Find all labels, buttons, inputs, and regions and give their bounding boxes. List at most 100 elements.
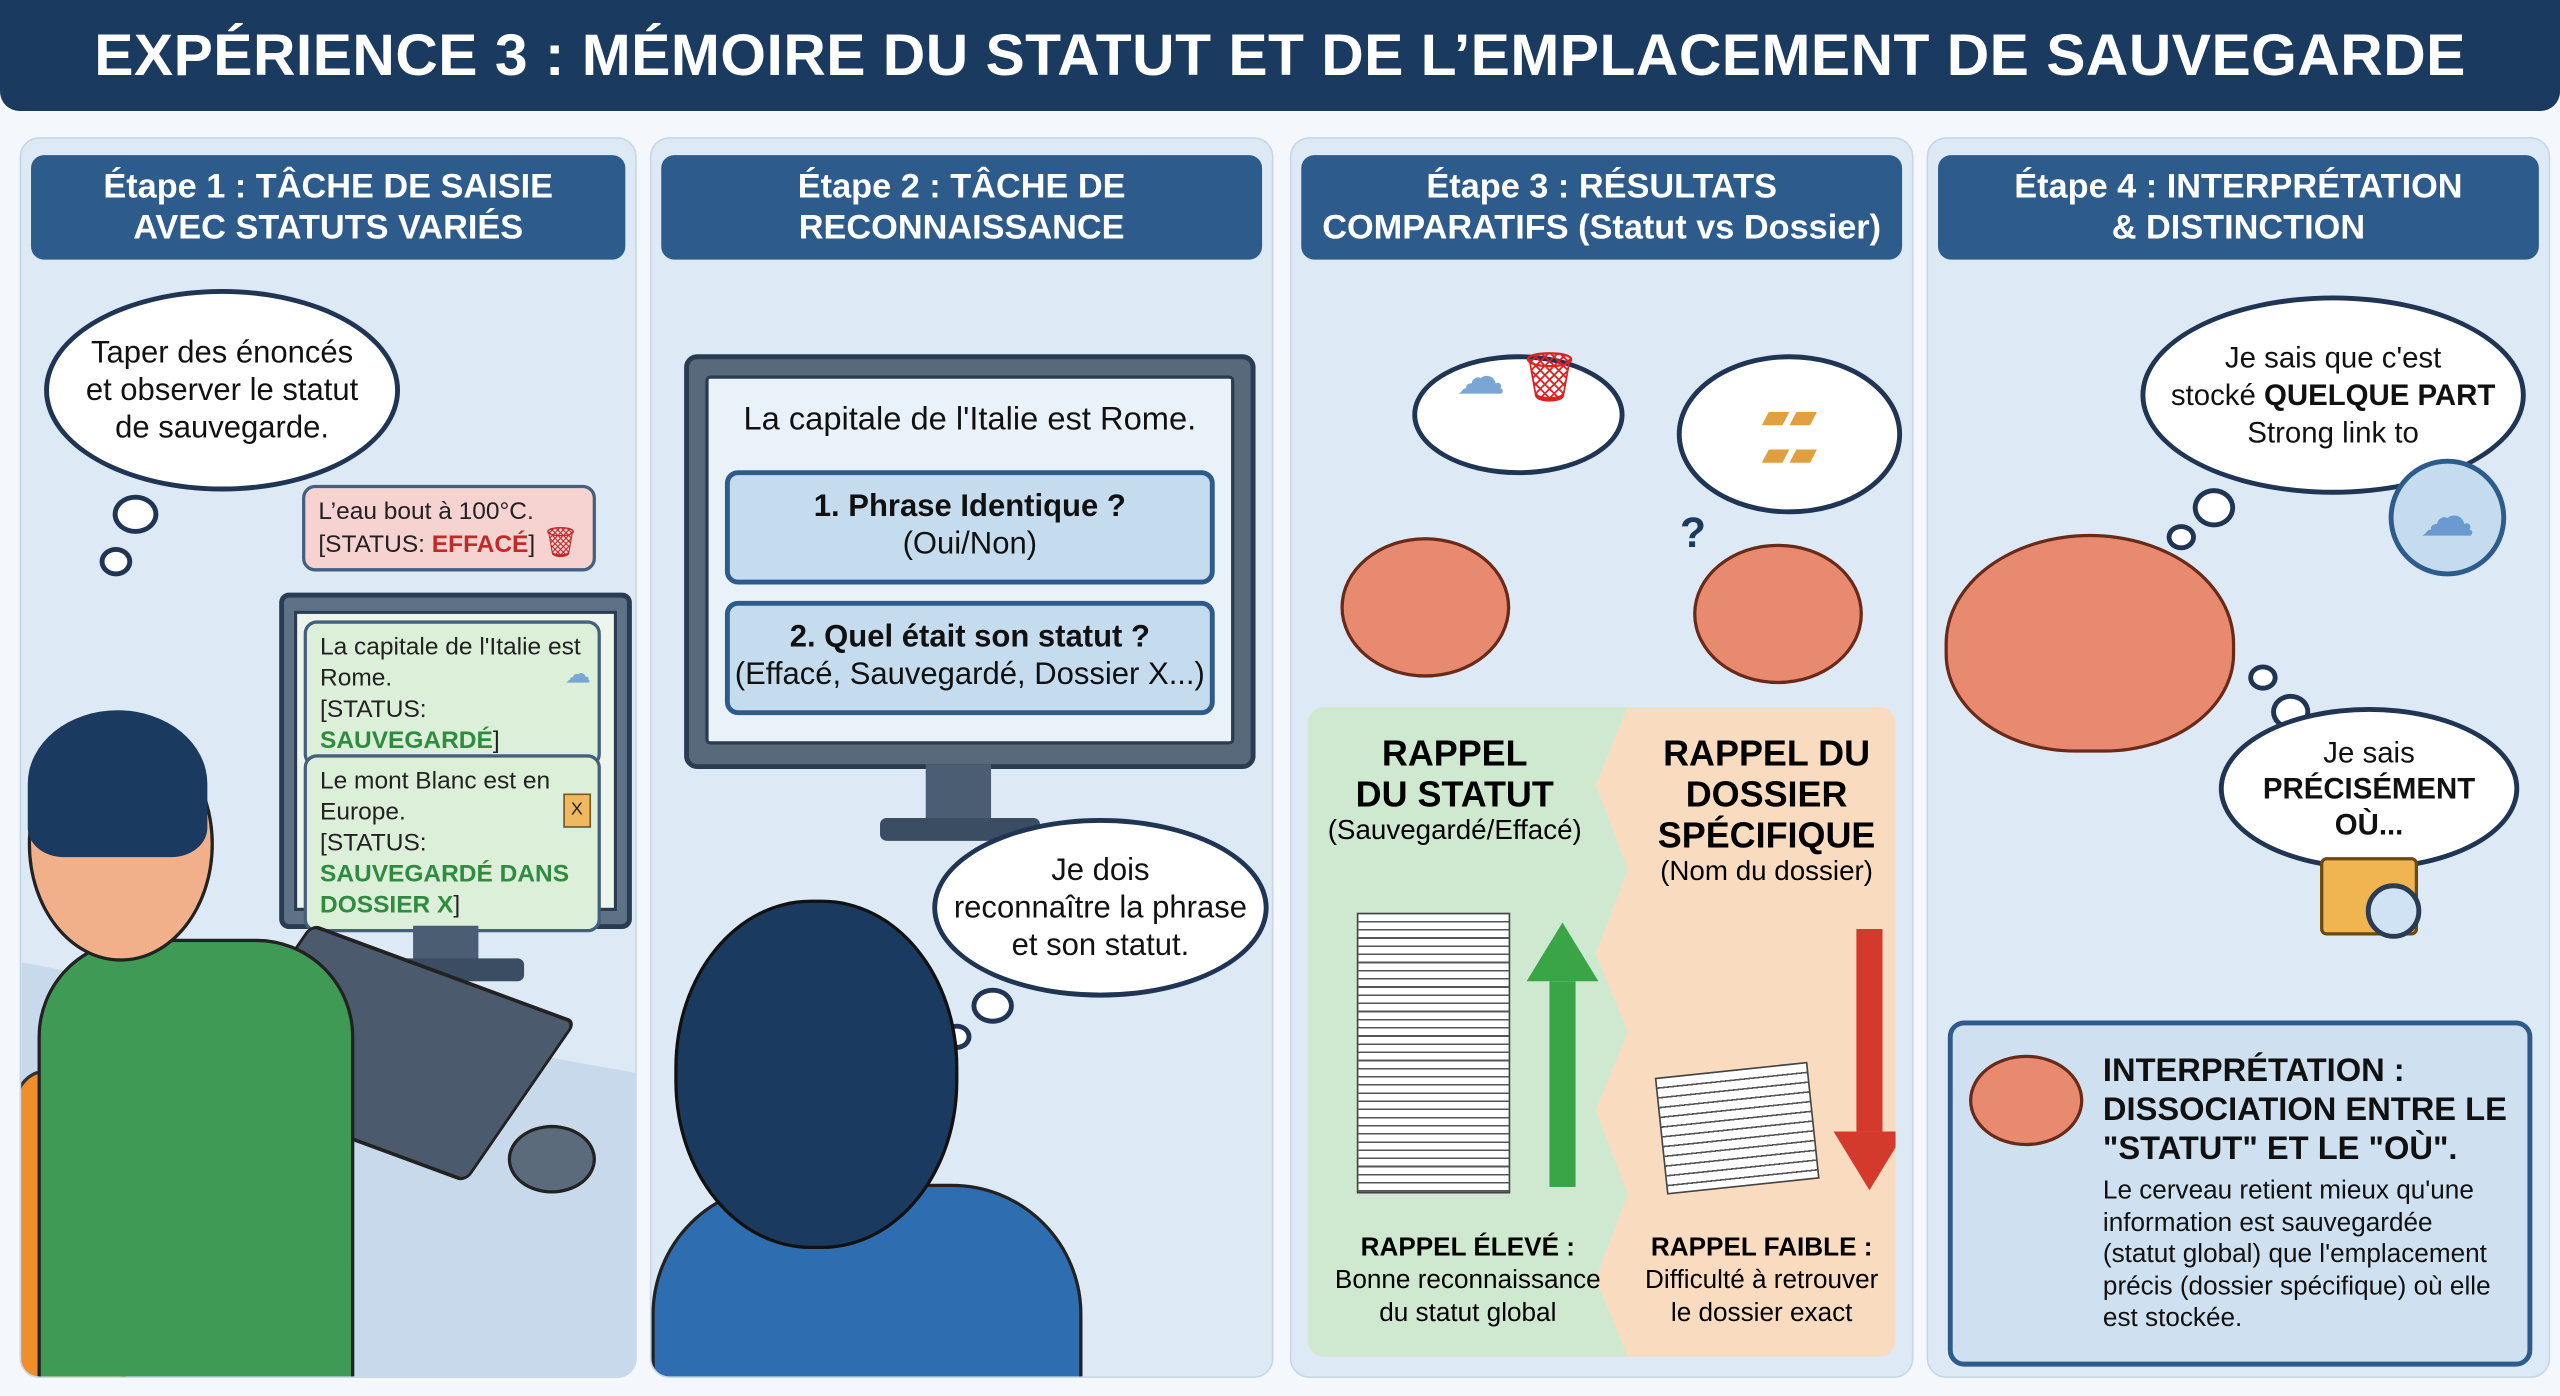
brain-icon [1340,537,1511,678]
thought-line: Je dois [1051,853,1150,888]
question-mark: ? [1680,507,1706,557]
note-erased: L’eau bout à 100°C. [STATUS: EFFACÉ] 🗑 [302,484,596,572]
cloud-icon: ☁ [564,661,592,689]
folder-recall-title: SPÉCIFIQUE [1657,814,1876,856]
page-title: EXPÉRIENCE 3 : MÉMOIRE DU STATUT ET DE L… [0,0,2560,112]
low-recall-line: Difficulté à retrouver [1645,1266,1879,1295]
step-1-title-line1: Étape 1 : TÂCHE DE SAISIE [103,168,553,206]
note-text: L’eau bout à 100°C. [318,497,534,526]
low-recall-label: RAPPEL FAIBLE : Difficulté à retrouver le … [1618,1233,1896,1331]
status-thought-bubble: ☁🗑 [1412,351,1625,476]
status-prefix: [STATUS: [318,530,432,559]
person-body [37,938,355,1377]
arrow-up-icon [1526,922,1599,1187]
step-3-title-line1: Étape 3 : RÉSULTATS [1426,168,1777,206]
folder-recall: RAPPEL DU DOSSIER SPÉCIFIQUE (Nom du dos… [1628,733,1896,888]
question-2-label: 2. Quel était son statut ? [789,620,1150,655]
status-suffix: ] [492,726,500,755]
thought-line: Je sais que c'est [2224,340,2442,374]
high-recall-line: Bonne reconnaissance [1334,1266,1601,1295]
step-4-header: Étape 4 : INTERPRÉTATION& DISTINCTION [1938,155,2539,260]
thought-dot [2248,664,2278,691]
low-recall-line: le dossier exact [1670,1299,1853,1328]
status-suffix: ] [528,530,536,559]
panel-step-4: Étape 4 : INTERPRÉTATION& DISTINCTION Je… [1926,137,2551,1378]
thought-line: de sauvegarde. [115,410,329,445]
low-recall-title: RAPPEL FAIBLE : [1650,1234,1873,1263]
high-recall-label: RAPPEL ÉLEVÉ : Bonne reconnaissance du sta… [1308,1233,1628,1331]
title-line: "STATUT" ET LE "OÙ". [2102,1131,2458,1168]
monitor: La capitale de l'Italie est Rome. 1. Phr… [684,354,1256,770]
title-line: INTERPRÉTATION : [2102,1053,2405,1090]
paper-stack-icon [1356,912,1511,1194]
question-2-options: (Effacé, Sauvegardé, Dossier X...) [734,657,1205,693]
results-comparison: RAPPEL DU STATUT (Sauvegardé/Effacé) RAP… [1307,706,1896,1357]
status-prefix: [STATUS: [320,695,427,724]
thought-emphasis: PRÉCISÉMENT [2262,772,2476,805]
monitor-stand [413,925,479,965]
thought-dot [2166,524,2196,551]
step-1-title-line2: AVEC STATUTS VARIÉS [133,208,524,247]
thought-line: Je sais [2323,736,2415,770]
thought-emphasis: QUELQUE PART [2264,377,2496,411]
monitor: La capitale de l'Italie est Rome. [STATU… [279,592,632,933]
high-recall-title: RAPPEL ÉLEVÉ : [1360,1234,1575,1263]
note-saved: La capitale de l'Italie est Rome. [STATU… [303,620,601,768]
question-identical[interactable]: 1. Phrase Identique ?(Oui/Non) [724,470,1215,585]
monitor-stand [925,764,992,827]
interpretation-text: Le cerveau retient mieux qu'une informat… [2102,1177,2491,1333]
person-head-back [674,899,959,1250]
high-recall-line: du statut global [1379,1299,1557,1328]
status-suffix: ] [453,891,461,920]
thought-line: Strong link to [2247,415,2419,449]
step-2-title-line1: Étape 2 : TÂCHE DE [797,168,1126,206]
question-1-options: (Oui/Non) [902,527,1038,562]
brain-icon [1693,543,1863,685]
scattered-papers-icon [1654,1061,1820,1195]
thought-line: et son statut. [1011,928,1190,963]
person-hair [27,710,208,858]
step-2-title-line2: RECONNAISSANCE [798,208,1125,247]
title-line: DISSOCIATION ENTRE LE [2102,1092,2507,1129]
folder-recall-title: DOSSIER [1685,773,1848,815]
brain-icon [1944,533,2236,753]
status-erased: EFFACÉ [431,530,529,559]
status-saved: SAUVEGARDÉ [320,726,493,755]
folder-recall-sub: (Nom du dossier) [1660,855,1874,887]
thought-dot [99,546,133,577]
interpretation-title: INTERPRÉTATION :DISSOCIATION ENTRE LE"ST… [2103,1051,2514,1169]
trash-icon: 🗑 [1518,351,1581,405]
thought-line: et observer le statut [85,373,359,408]
status-saved-folder: SAUVEGARDÉ DANS DOSSIER X [320,860,570,920]
note-text: La capitale de l'Italie est Rome. [320,633,581,693]
thought-dot [112,494,159,534]
cloud-icon: ☁ [1456,351,1506,405]
trash-icon: 🗑 [542,525,580,559]
status-recall-sub: (Sauvegardé/Effacé) [1327,814,1582,846]
brain-icon [1969,1054,2084,1147]
folder-search-icons: ▰▰▰▰ [1761,395,1818,474]
arrow-down-icon [1833,929,1896,1191]
step-4-title-line2: & DISTINCTION [2111,208,2366,247]
note-saved-folder: Le mont Blanc est en Europe. [STATUS: SA… [303,754,601,933]
test-sentence: La capitale de l'Italie est Rome. [743,401,1197,438]
thought-emphasis: OÙ... [2334,808,2404,841]
question-status[interactable]: 2. Quel était son statut ?(Effacé, Sauve… [724,600,1215,716]
mouse [507,1124,596,1194]
folder-recall-title: RAPPEL DU [1663,733,1871,774]
thought-dot [971,987,1014,1024]
status-prefix: [STATUS: [320,829,427,858]
thought-line: stocké [2170,377,2265,411]
question-1-label: 1. Phrase Identique ? [813,489,1126,525]
folder-x-icon: X [562,793,592,828]
thought-line: reconnaître la phrase [953,890,1248,925]
thought-line: Taper des énoncés [90,335,354,370]
